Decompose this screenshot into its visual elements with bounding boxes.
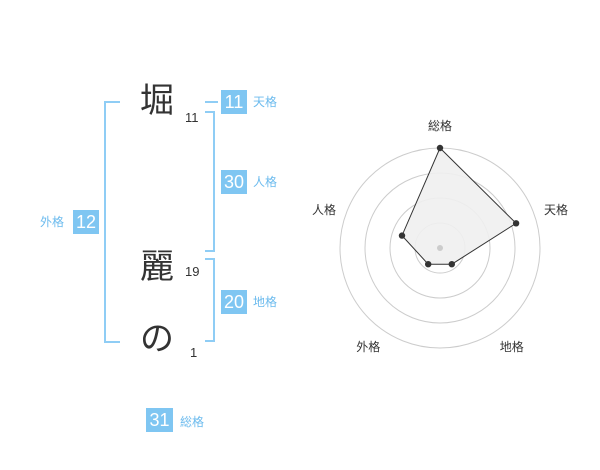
gaikaku-label: 外格: [40, 215, 65, 229]
stroke-count-1: 11: [185, 110, 199, 125]
radar-axis-label-3: 地格: [499, 339, 524, 354]
stroke-count-2: 19: [185, 264, 200, 279]
tenkaku-label: 天格: [253, 95, 278, 109]
radar-point-2: [512, 220, 520, 227]
soukaku-label: 総格: [180, 415, 205, 429]
radar-axis-label-2: 天格: [544, 203, 569, 218]
gaikaku-bracket: [104, 101, 120, 343]
chikaku-badge: 20: [221, 290, 247, 314]
radar-series-polygon: [401, 147, 517, 265]
stroke-count-3: 1: [190, 345, 198, 360]
name-char-3: の: [140, 319, 174, 359]
radar-point-1: [436, 144, 444, 152]
radar-point-5: [398, 232, 406, 239]
radar-point-3: [448, 261, 455, 268]
chikaku-label: 地格: [253, 295, 278, 309]
jinkaku-bracket: [205, 111, 215, 252]
soukaku-badge: 31: [146, 408, 173, 432]
name-char-1: 堀: [140, 81, 174, 121]
radar-center-dot: [437, 245, 443, 251]
tenkaku-connector: [205, 101, 218, 103]
jinkaku-label: 人格: [253, 175, 278, 189]
gaikaku-badge: 12: [73, 210, 99, 234]
tenkaku-badge: 11: [221, 90, 247, 114]
name-char-2: 麗: [140, 247, 174, 287]
chikaku-bracket: [205, 258, 215, 342]
radar-point-4: [425, 261, 432, 268]
radar-axis-label-1: 総格: [428, 119, 453, 133]
jinkaku-badge: 30: [221, 170, 247, 194]
radar-axis-label-4: 外格: [356, 339, 381, 354]
radar-axis-label-5: 人格: [311, 203, 336, 218]
